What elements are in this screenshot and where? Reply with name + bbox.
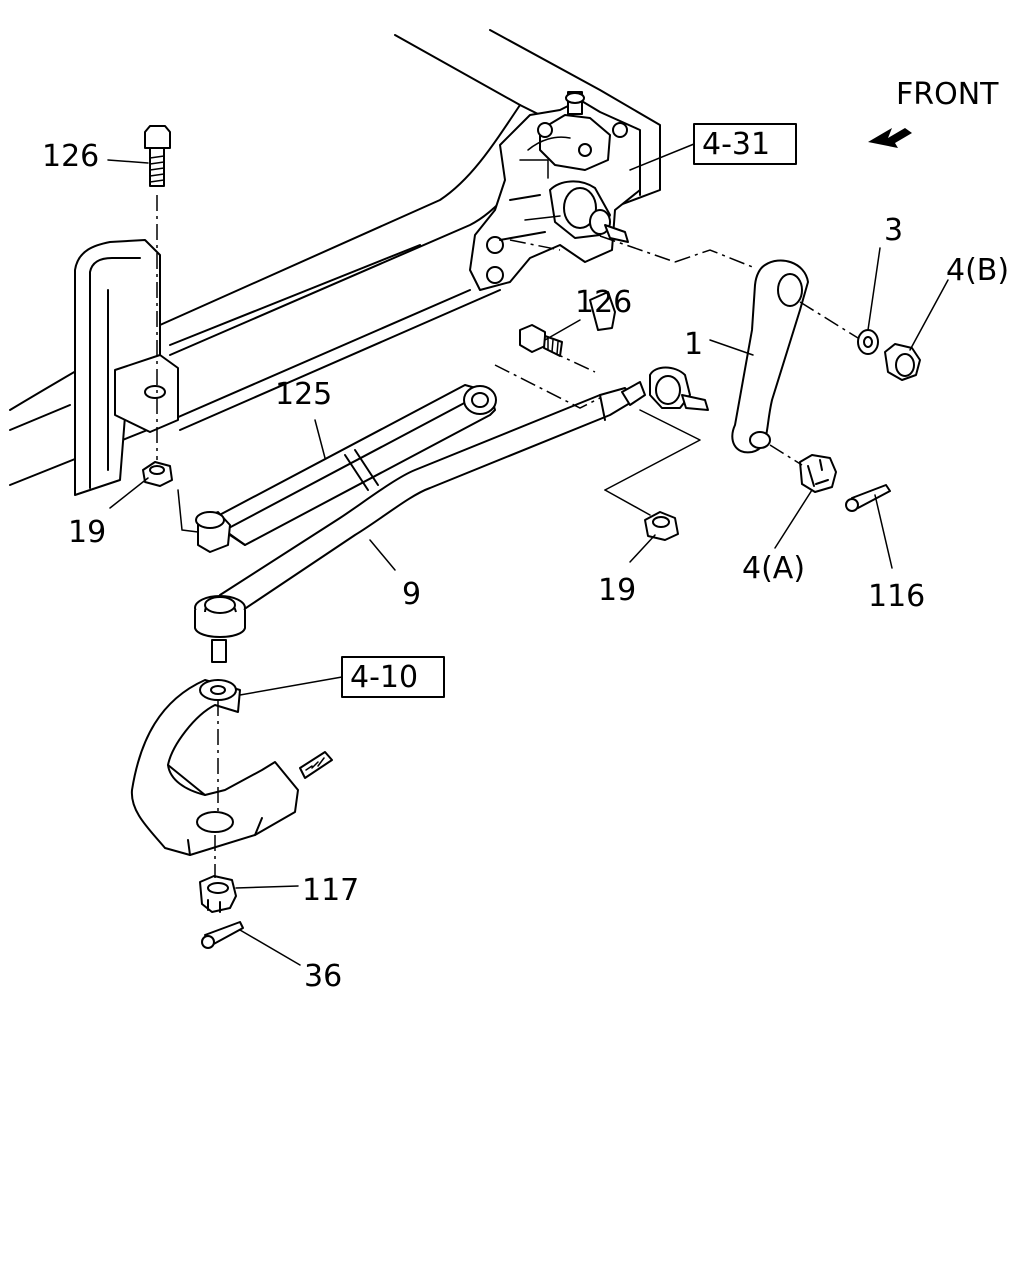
callout-19-mid: 19 xyxy=(598,573,636,608)
callout-1: 1 xyxy=(684,327,703,362)
nut-4b xyxy=(884,343,921,381)
steering-gear-box xyxy=(469,91,641,291)
castle-nut-4a xyxy=(799,454,837,493)
leader-lines xyxy=(107,159,949,966)
cotter-pin-116 xyxy=(845,484,891,512)
knuckle-arm xyxy=(130,679,333,856)
drag-link-9 xyxy=(194,291,709,663)
ref-4-31-label: 4-31 xyxy=(702,127,770,162)
cotter-pin-36 xyxy=(201,921,244,949)
callout-126-mid: 126 xyxy=(575,285,632,320)
callout-4a: 4(A) xyxy=(742,551,805,586)
nut-19-mid xyxy=(644,511,679,541)
callout-9: 9 xyxy=(402,577,421,612)
front-arrow: FRONT xyxy=(868,77,999,148)
pitman-arm xyxy=(731,259,809,454)
front-label: FRONT xyxy=(896,77,999,112)
front-arrow-icon xyxy=(868,128,912,148)
frame-bracket xyxy=(74,239,179,496)
assembly-lines xyxy=(156,195,859,878)
callout-3: 3 xyxy=(884,213,903,248)
bolt-126-mid xyxy=(519,324,563,357)
callout-125: 125 xyxy=(275,377,332,412)
castle-nut-117 xyxy=(199,875,237,913)
callout-labels: 126 126 125 19 19 9 1 3 4(B) 4(A) 116 11… xyxy=(42,139,1009,994)
callout-4b: 4(B) xyxy=(946,253,1009,288)
nut-19-left xyxy=(142,461,173,487)
callout-117: 117 xyxy=(302,873,359,908)
callout-126-top: 126 xyxy=(42,139,99,174)
callout-19-left: 19 xyxy=(68,515,106,550)
ref-box-4-10[interactable]: 4-10 xyxy=(239,656,445,698)
callout-116: 116 xyxy=(868,579,925,614)
bolt-126-top xyxy=(144,125,171,187)
ref-4-10-label: 4-10 xyxy=(350,660,418,695)
callout-36: 36 xyxy=(304,959,342,994)
steering-damper-125 xyxy=(195,384,497,553)
washer-3 xyxy=(857,329,879,355)
ref-box-4-31[interactable]: 4-31 xyxy=(629,123,797,171)
